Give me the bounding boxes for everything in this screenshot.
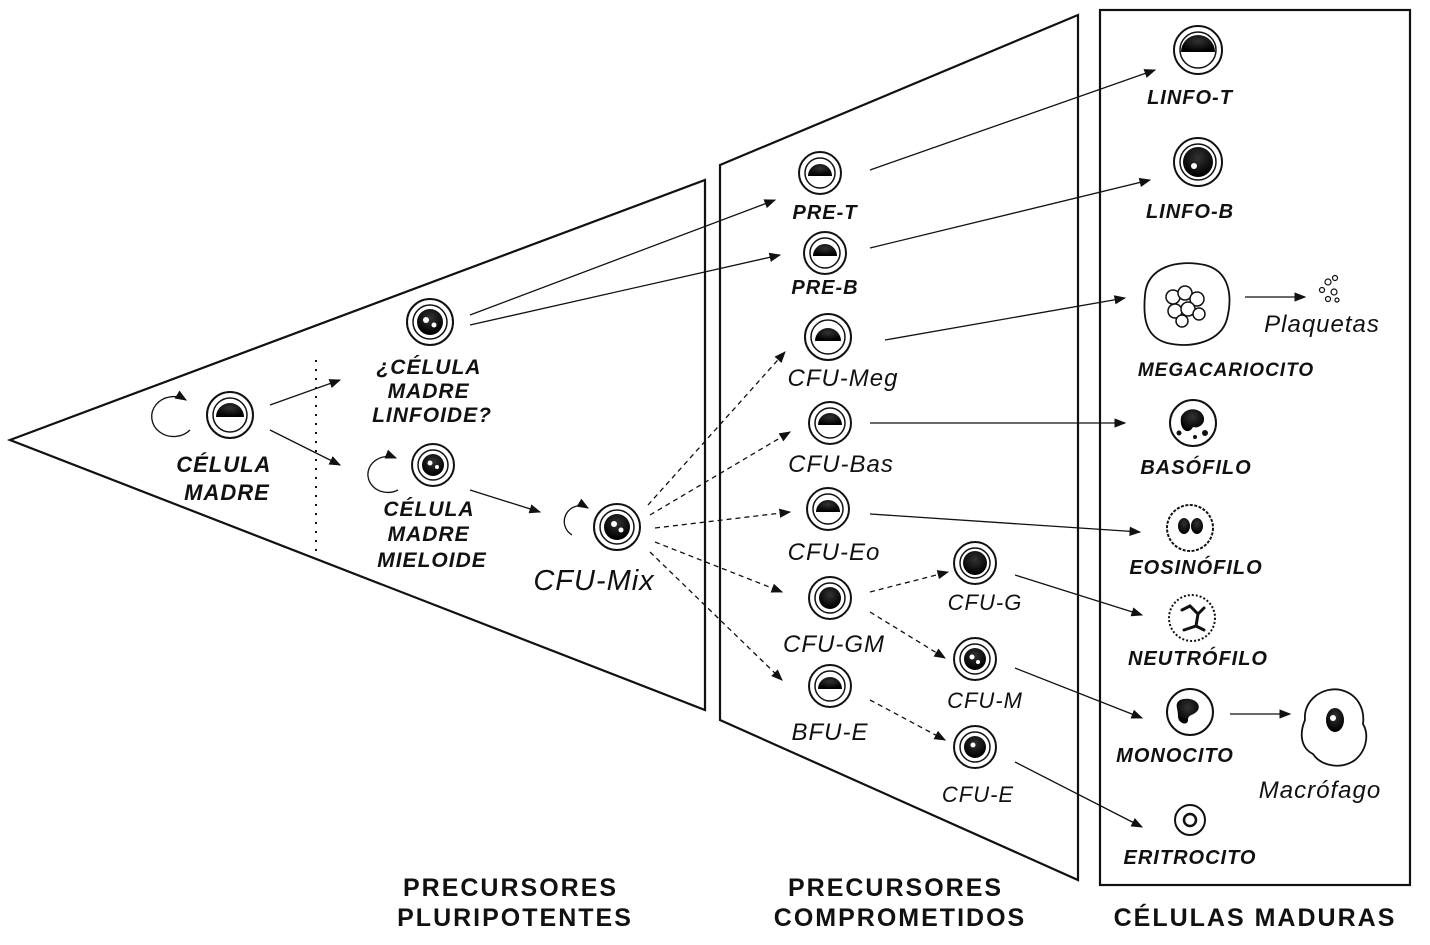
arrow-myeloid-to-cfu-mix (469, 489, 542, 514)
arrow-cfu-mix-to-bfu-e (649, 551, 783, 681)
cfu-m-label: CFU-M (947, 688, 1023, 713)
arrow-cfu-eo-to-eosinofilo (869, 513, 1142, 536)
section-title-mature: CÉLULAS MADURAS (1114, 903, 1397, 932)
cfu-gm-label: CFU-GM (783, 631, 885, 658)
neutrofilo-cell-icon (1168, 594, 1216, 642)
megacariocito-label: MEGACARIOCITO (1138, 360, 1314, 381)
arrow-cfu-mix-to-cfu-bas (649, 431, 792, 516)
cfu-mix-cell-icon (593, 503, 641, 551)
cfu-meg-label: CFU-Meg (787, 365, 898, 392)
plaquetas-icon (1318, 274, 1340, 303)
arrow-cfu-e-to-eritrocito (1014, 761, 1144, 828)
cfu-g-label: CFU-G (948, 590, 1023, 615)
arrow-pre-b-to-linfo-b (869, 177, 1152, 249)
lymphoid-stem-cell-label: ¿CÉLULA MADRE LINFOIDE? (372, 356, 492, 427)
eritrocito-cell-icon (1174, 804, 1206, 836)
committed-panel (718, 13, 1080, 882)
cfu-e-cell-icon (953, 725, 997, 769)
macrofago-label: Macrófago (1259, 777, 1381, 804)
arrow-cfu-gm-to-cfu-g (869, 570, 950, 593)
section-title-committed: PRECURSORES COMPROMETIDOS (774, 874, 1026, 932)
cfu-eo-cell-icon (806, 487, 850, 531)
basofilo-cell-icon (1169, 399, 1217, 447)
myeloid-stem-cell-icon (411, 443, 455, 487)
arrow-lymphoid-to-pre-t (469, 199, 777, 316)
arrow-cfu-mix-to-cfu-gm (654, 541, 784, 593)
eritrocito-label: ERITROCITO (1124, 847, 1257, 869)
cfu-g-cell-icon (953, 541, 997, 585)
eosinofilo-label: EOSINÓFILO (1129, 555, 1262, 579)
arrow-bfu-e-to-cfu-e (869, 699, 947, 741)
arrow-cfu-g-to-neutrofilo (1014, 574, 1144, 617)
arrow-cfu-mix-to-cfu-meg (647, 351, 786, 506)
self-renewal-loop-cfu-mix (563, 498, 590, 536)
linfo-b-cell-icon (1173, 137, 1223, 187)
self-renewal-loop-stem (151, 390, 191, 438)
linfo-b-label: LINFO-B (1146, 201, 1234, 223)
megacariocito-cell-icon (1143, 262, 1231, 346)
mature-panel (1098, 8, 1412, 887)
pre-t-label: PRE-T (793, 202, 859, 224)
stem-cell-icon (206, 391, 254, 439)
bfu-e-cell-icon (808, 664, 852, 708)
cfu-e-label: CFU-E (942, 782, 1014, 807)
cfu-gm-cell-icon (808, 576, 852, 620)
neutrofilo-label: NEUTRÓFILO (1128, 646, 1268, 670)
pre-b-label: PRE-B (791, 277, 858, 299)
monocito-cell-icon (1166, 688, 1214, 736)
lymphoid-stem-cell-icon (406, 298, 454, 346)
bfu-e-label: BFU-E (792, 719, 869, 746)
arrow-cfu-m-to-monocito (1014, 667, 1144, 719)
arrow-cfu-meg-to-megacariocito (884, 295, 1127, 341)
cfu-bas-label: CFU-Bas (788, 451, 894, 478)
eosinofilo-cell-icon (1166, 504, 1214, 552)
myeloid-stem-cell-label: CÉLULA MADRE MIELOIDE (377, 498, 487, 572)
cfu-m-cell-icon (953, 637, 997, 681)
arrow-cfu-gm-to-cfu-m (869, 611, 946, 659)
cfu-mix-label: CFU-Mix (533, 565, 655, 597)
arrow-cfu-mix-to-cfu-eo (654, 508, 792, 529)
arrow-stem-to-myeloid (269, 429, 342, 466)
monocito-label: MONOCITO (1116, 745, 1234, 767)
section-title-pluripotent: PRECURSORES PLURIPOTENTES (397, 874, 633, 932)
arrow-stem-to-lymphoid (269, 379, 342, 406)
cfu-eo-label: CFU-Eo (788, 539, 881, 566)
linfo-t-cell-icon (1173, 25, 1223, 75)
arrow-lymphoid-to-pre-b (469, 252, 782, 326)
linfo-t-label: LINFO-T (1147, 87, 1234, 109)
pre-b-cell-icon (803, 231, 847, 275)
stem-cell-label: CÉLULA MADRE (176, 452, 278, 505)
self-renewal-loop-myeloid (367, 449, 399, 494)
plaquetas-label: Plaquetas (1264, 311, 1380, 338)
cfu-meg-cell-icon (804, 313, 852, 361)
pluripotent-panel (6, 178, 707, 712)
cfu-bas-cell-icon (808, 401, 852, 445)
macrofago-cell-icon (1300, 688, 1368, 767)
arrow-pre-t-to-linfo-t (869, 69, 1157, 171)
basofilo-label: BASÓFILO (1140, 455, 1251, 479)
pre-t-cell-icon (798, 151, 842, 195)
